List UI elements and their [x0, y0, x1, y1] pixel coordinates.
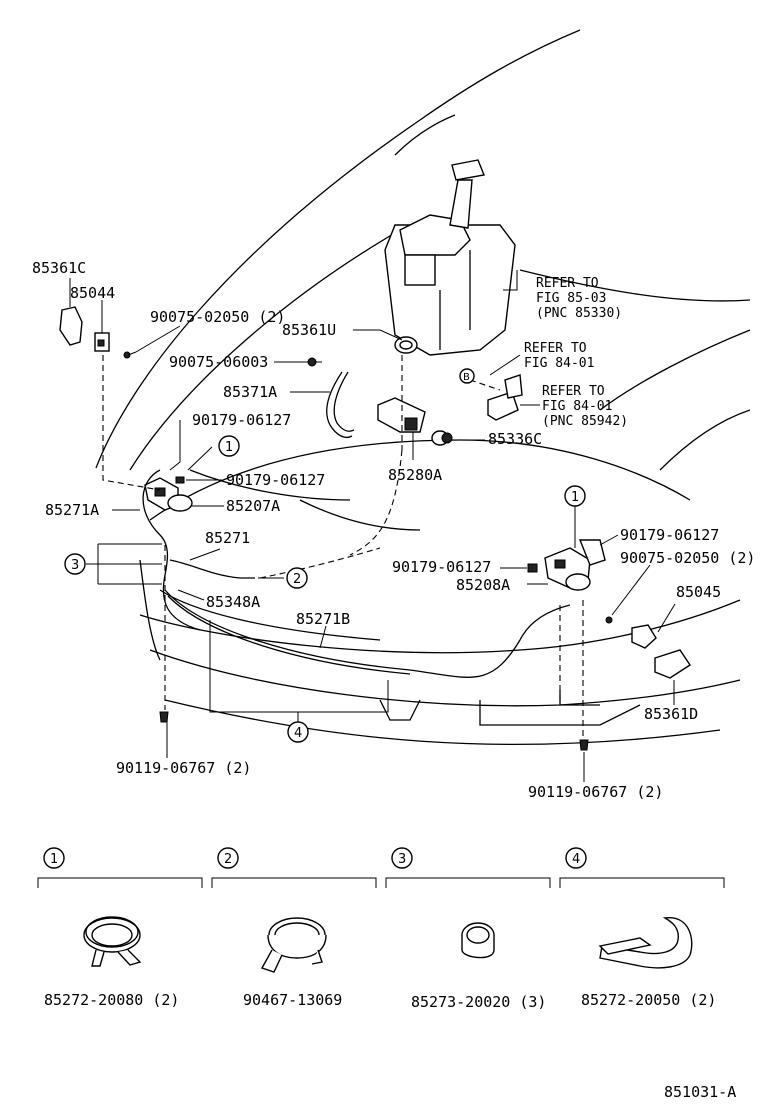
clip-90179-06127-a — [175, 476, 185, 484]
label-85361D: 85361D — [644, 705, 698, 723]
ref-85942-line2: FIG 84-01 — [542, 399, 612, 414]
legend-clamp-4-illustration — [598, 917, 693, 969]
part-labels: 85361C 85044 90075-02050 (2) 85361U 9007… — [32, 259, 755, 801]
grommet-85336C — [431, 430, 453, 446]
label-90075-02050-left: 90075-02050 (2) — [150, 308, 285, 326]
reference-labels: REFER TO FIG 85-03 (PNC 85330) REFER TO … — [459, 276, 628, 429]
callout-3: 3 — [71, 558, 79, 573]
label-90075-06003: 90075-06003 — [169, 353, 268, 371]
label-85371A: 85371A — [223, 383, 277, 401]
callout-2-circle — [286, 567, 308, 589]
hose-clamp-85361U — [394, 336, 418, 354]
ref-85330-line2: FIG 85-03 — [536, 291, 606, 306]
legend: 1 2 3 4 — [37, 847, 725, 1011]
label-85044: 85044 — [70, 284, 115, 302]
callouts: 1 1 2 3 4 — [64, 435, 586, 743]
connector-fig-84-01 — [487, 374, 523, 421]
label-90179-06127-a: 90179-06127 — [192, 411, 291, 429]
nozzle-85208A — [544, 539, 606, 591]
figure-code: 851031-A — [664, 1083, 736, 1101]
hose-85271B — [164, 589, 571, 678]
hose-85371A — [326, 371, 353, 439]
label-90119-06767-left: 90119-06767 (2) — [116, 759, 251, 777]
legend-2-part: 90467-13069 — [243, 991, 342, 1009]
callout-2: 2 — [293, 572, 301, 587]
ref-85942-line1: REFER TO — [542, 384, 605, 399]
car-body-outline — [95, 29, 751, 746]
callout-1-right: 1 — [571, 490, 579, 505]
screw-90075-06003 — [307, 357, 322, 367]
callout-3-circle — [64, 553, 86, 575]
ref-85330-line3: (PNC 85330) — [536, 306, 622, 321]
screw-90075-02050-right — [605, 616, 613, 624]
label-90075-02050-right: 90075-02050 (2) — [620, 549, 755, 567]
label-85361C: 85361C — [32, 259, 86, 277]
label-90179-06127-b: 90179-06127 — [226, 471, 325, 489]
bolt-90119-06767-right — [579, 739, 589, 751]
label-85336C: 85336C — [488, 430, 542, 448]
legend-clamp-1-illustration — [83, 916, 142, 967]
marker-b: B — [463, 372, 470, 383]
legend-4-part: 85272-20050 (2) — [581, 991, 716, 1009]
label-85361U: 85361U — [282, 321, 336, 339]
hose-85271B-inner — [167, 595, 411, 675]
cover-85361D — [654, 649, 691, 679]
nozzle-85207A — [144, 477, 193, 512]
hose-85371A-inner — [333, 371, 355, 432]
ref-85330-line1: REFER TO — [536, 276, 599, 291]
hose-85271A — [142, 469, 201, 631]
legend-clamp-2-illustration — [260, 917, 327, 973]
ref-84-01-line2: FIG 84-01 — [524, 356, 594, 371]
washer-tank — [384, 159, 516, 356]
label-85208A: 85208A — [456, 576, 510, 594]
cover-85361C — [59, 306, 83, 346]
callout-1-left-circle — [218, 435, 240, 457]
legend-2-circle — [217, 847, 239, 869]
label-85045: 85045 — [676, 583, 721, 601]
legend-2-num: 2 — [224, 852, 232, 867]
marker-b-circle — [459, 368, 475, 384]
legend-4-circle — [565, 847, 587, 869]
label-85348A: 85348A — [206, 593, 260, 611]
callout-4-circle — [287, 721, 309, 743]
bolt-90119-06767-left — [159, 711, 169, 723]
legend-1-part: 85272-20080 (2) — [44, 991, 179, 1009]
label-90179-06127-c: 90179-06127 — [620, 526, 719, 544]
dashed-guides — [102, 355, 584, 740]
clip-90179-06127-c — [527, 563, 538, 573]
label-85271B: 85271B — [296, 610, 350, 628]
bracket-85045 — [631, 624, 657, 649]
legend-3-circle — [391, 847, 413, 869]
ref-85942-line3: (PNC 85942) — [542, 414, 628, 429]
callout-4: 4 — [294, 726, 302, 741]
legend-4-num: 4 — [572, 852, 580, 867]
legend-3-part: 85273-20020 (3) — [411, 993, 546, 1011]
screw-90075-02050-left — [123, 351, 137, 359]
legend-1-circle — [43, 847, 65, 869]
label-85271: 85271 — [205, 529, 250, 547]
legend-band-3-illustration — [461, 922, 495, 959]
label-85207A: 85207A — [226, 497, 280, 515]
label-90179-06127-d: 90179-06127 — [392, 558, 491, 576]
hose-85271 — [169, 559, 255, 579]
ref-84-01-line1: REFER TO — [524, 341, 587, 356]
legend-1-num: 1 — [50, 852, 58, 867]
legend-3-num: 3 — [398, 852, 406, 867]
label-85280A: 85280A — [388, 466, 442, 484]
callout-1-left: 1 — [225, 440, 233, 455]
label-90119-06767-right: 90119-06767 (2) — [528, 783, 663, 801]
bracket-85044 — [94, 332, 110, 352]
label-85271A: 85271A — [45, 501, 99, 519]
callout-1-right-circle — [564, 485, 586, 507]
